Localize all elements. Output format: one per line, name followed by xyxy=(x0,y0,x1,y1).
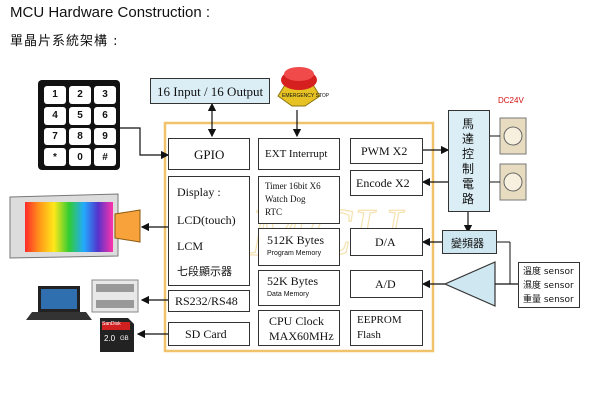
keypad-key: 8 xyxy=(69,127,91,146)
timer-block: Timer 16bit X6 Watch Dog RTC xyxy=(258,176,340,224)
program-memory-block: 512K Bytes Program Memory xyxy=(258,228,340,266)
motor-top-icon xyxy=(499,117,527,155)
dc24v-label: DC24V xyxy=(498,96,524,105)
eeprom-block: EEPROM Flash xyxy=(350,310,423,346)
keypad-key: 7 xyxy=(44,127,66,146)
pwm-block: PWM X2 xyxy=(350,138,423,164)
laptop-icon xyxy=(26,286,92,320)
display-block: Display : LCD(touch) LCM 七段顯示器 xyxy=(168,176,250,286)
estop-label: EMERGENCY STOP xyxy=(282,93,330,99)
emergency-stop-icon xyxy=(277,67,321,107)
rs232-block: RS232/RS48 xyxy=(168,290,250,312)
keypad-key: 4 xyxy=(44,106,66,125)
io-label: 16 Input / 16 Output xyxy=(157,84,264,99)
da-block: D/A xyxy=(350,228,423,256)
keypad-key: # xyxy=(94,148,116,166)
sensors-box: 溫度 sensor 濕度 sensor 重量 sensor xyxy=(518,262,580,308)
sdcard-unit: GB xyxy=(120,336,129,342)
motor-control-box: 馬達控制電路 xyxy=(448,110,490,212)
page-subtitle: 單晶片系統架構 : xyxy=(10,34,119,49)
page-title: MCU Hardware Construction : xyxy=(10,4,211,21)
cpu-block: CPU Clock MAX60MHz xyxy=(258,310,340,346)
keypad-key: 0 xyxy=(69,148,91,166)
sdcard-block: SD Card xyxy=(168,322,250,346)
sdcard-capacity: 2.0 xyxy=(104,334,116,343)
sensor-item: 重量 sensor xyxy=(523,295,574,305)
lcd-screen-icon xyxy=(9,193,141,259)
sensor-list: 溫度 sensor 濕度 sensor 重量 sensor xyxy=(523,265,574,307)
keypad-key: * xyxy=(44,148,66,166)
keypad-key: 9 xyxy=(94,127,116,146)
plc-device-icon xyxy=(91,279,139,313)
mcu-frame xyxy=(163,121,435,353)
keypad-key: 3 xyxy=(94,86,116,104)
sd-card-icon xyxy=(100,318,134,352)
gpio-block: GPIO xyxy=(168,138,250,170)
sdcard-brand: SanDisk xyxy=(102,321,121,327)
inverter-box: 變頻器 xyxy=(442,230,497,254)
motor-bottom-icon xyxy=(499,163,527,201)
keypad-key: 5 xyxy=(69,106,91,125)
sensor-item: 溫度 sensor xyxy=(523,267,574,277)
sensor-item: 濕度 sensor xyxy=(523,281,574,291)
io-box: 16 Input / 16 Output xyxy=(150,78,270,104)
keypad-key: 6 xyxy=(94,106,116,125)
keypad-key: 1 xyxy=(44,86,66,104)
amplifier-icon xyxy=(443,261,496,307)
ad-block: A/D xyxy=(350,270,423,298)
encode-block: Encode X2 xyxy=(350,170,423,196)
ext-interrupt-block: EXT Interrupt xyxy=(258,138,340,170)
data-memory-block: 52K Bytes Data Memory xyxy=(258,270,340,306)
keypad-key: 2 xyxy=(69,86,91,104)
